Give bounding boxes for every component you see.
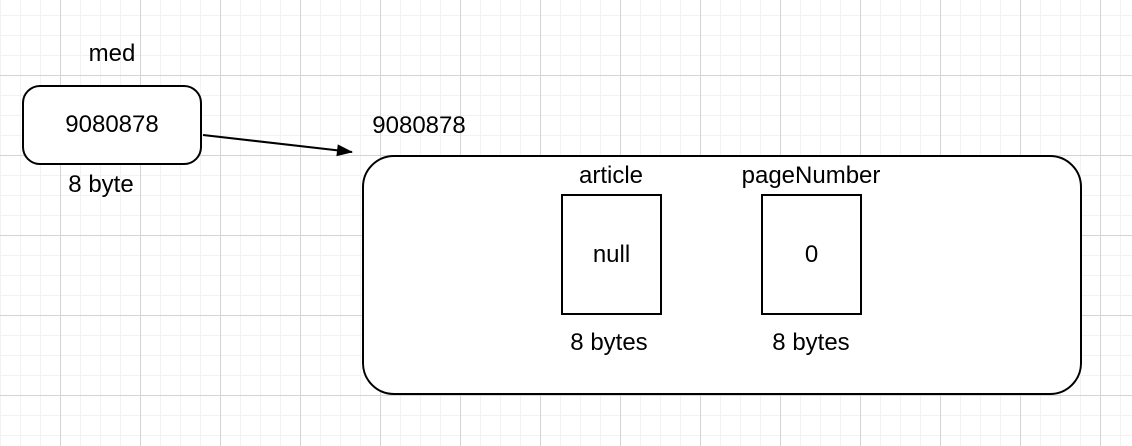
pointer-variable-box[interactable]: 9080878 [22, 85, 202, 165]
field-box-pagenumber[interactable]: 0 [761, 194, 862, 315]
pointer-variable-value: 9080878 [65, 111, 159, 138]
heap-object-box[interactable] [362, 155, 1082, 395]
variable-name-label[interactable]: med [88, 40, 136, 67]
field-value-pagenumber: 0 [804, 240, 819, 268]
field-name-pagenumber[interactable]: pageNumber [741, 162, 881, 189]
object-address-label[interactable]: 9080878 [372, 112, 466, 139]
field-box-article[interactable]: null [561, 194, 662, 315]
field-value-article: null [592, 240, 631, 268]
arrow-line [202, 134, 353, 157]
field-size-article[interactable]: 8 bytes [570, 329, 648, 356]
field-size-pagenumber[interactable]: 8 bytes [772, 329, 850, 356]
field-name-article[interactable]: article [578, 162, 644, 189]
variable-size-label[interactable]: 8 byte [68, 171, 134, 198]
